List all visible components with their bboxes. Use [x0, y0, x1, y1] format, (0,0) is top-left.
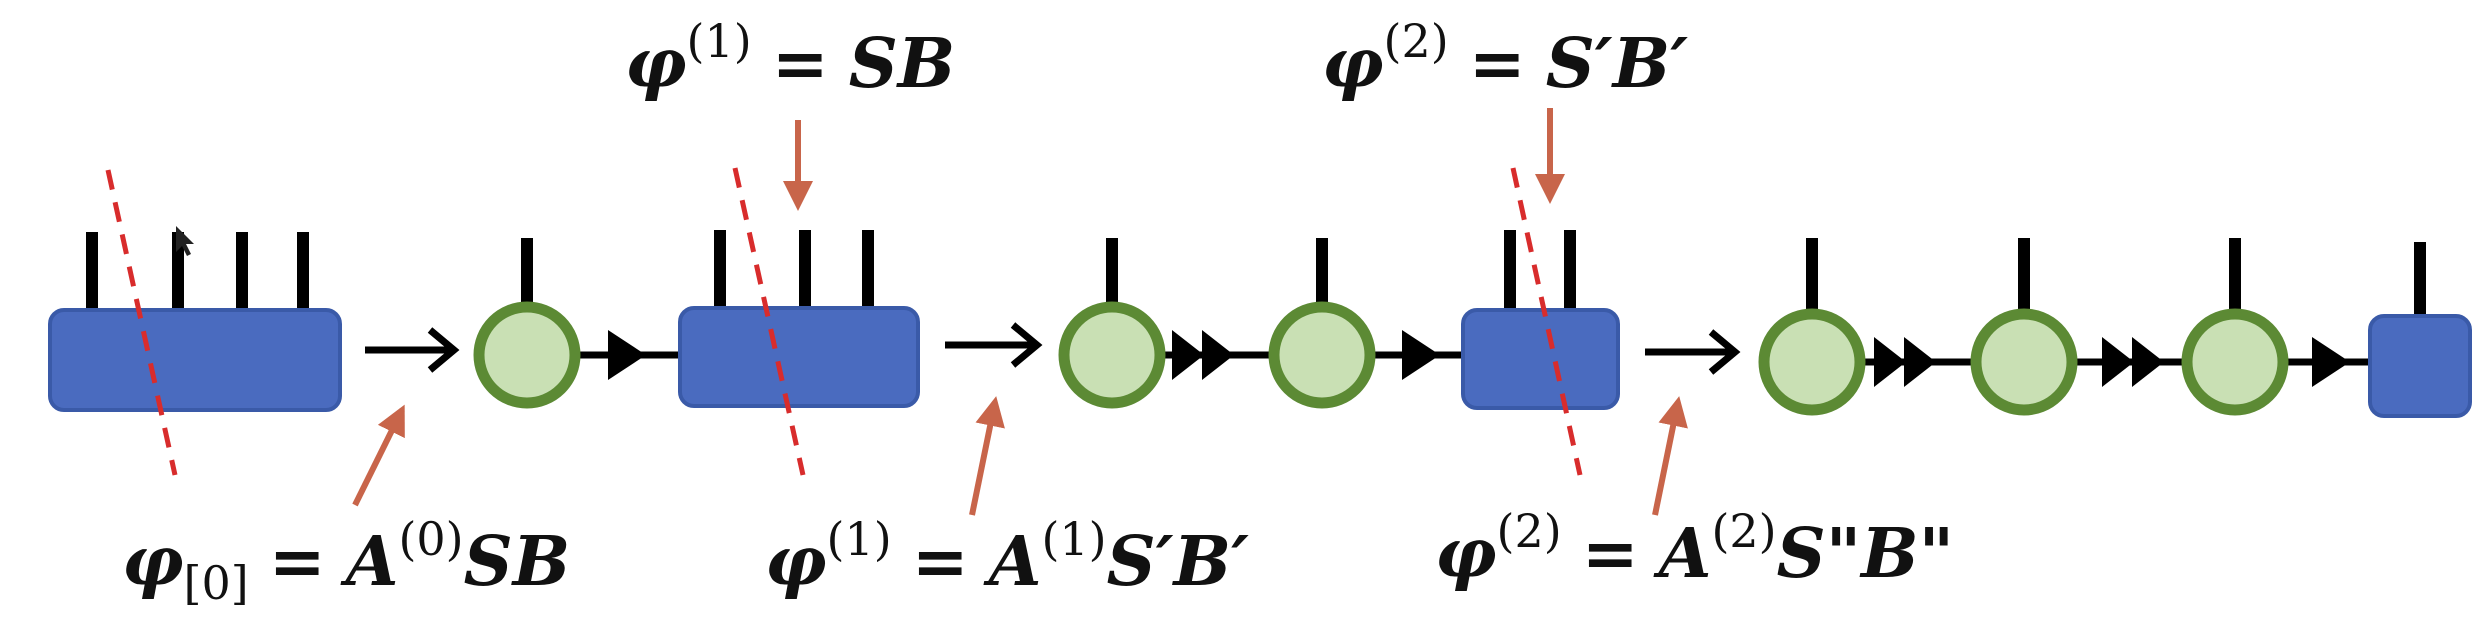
- eq-rhs-superscript: (0): [398, 512, 464, 566]
- tensor-block: [2368, 314, 2472, 418]
- eq-rhs-superscript: (2): [1711, 504, 1777, 558]
- eq-rhs-tail: S"B": [1776, 514, 1955, 594]
- equation-bottom-phi0: φ[0]=A(0)SB: [122, 516, 570, 606]
- bond-arrow-icon: [1402, 330, 1440, 380]
- mps-site: [1970, 308, 2078, 416]
- eq-superscript: (2): [1383, 14, 1449, 68]
- cut-line: [105, 169, 178, 476]
- eq-superscript: (1): [826, 512, 892, 566]
- mps-site: [473, 301, 581, 409]
- equation-top-phi1: φ(1)=SB: [625, 18, 955, 98]
- eq-equals: =: [771, 24, 829, 104]
- physical-legs: [1504, 230, 1576, 312]
- mps-site: [1268, 301, 1376, 409]
- tensor-block: [678, 306, 920, 408]
- pointer-arrow: [969, 396, 1005, 516]
- bond-arrow-icon: [2312, 337, 2350, 387]
- equation-top-phi2: φ(2)=S′B′: [1322, 18, 1688, 98]
- double-bond-arrow-icon: [1172, 330, 1234, 380]
- equation-bottom-phi2: φ(2)=A(2)S"B": [1435, 508, 1954, 588]
- eq-superscript: (1): [686, 14, 752, 68]
- transition-arrow-1: [365, 327, 460, 373]
- eq-rhs: SB: [848, 24, 956, 104]
- stage-0: [48, 169, 342, 476]
- tensor-block: [48, 308, 342, 412]
- eq-lhs: φ: [625, 24, 687, 104]
- stage-1: [473, 120, 920, 476]
- transition-arrow-2: [945, 322, 1043, 368]
- eq-superscript: (2): [1496, 504, 1562, 558]
- tensor-block: [1461, 308, 1620, 410]
- eq-lhs: φ: [1322, 24, 1384, 104]
- stage-3: [1758, 238, 2472, 418]
- eq-rhs-superscript: (1): [1041, 512, 1107, 566]
- cursor-icon: [176, 226, 194, 256]
- eq-lhs: φ: [765, 522, 827, 602]
- transition-arrow-3: [1645, 329, 1741, 375]
- mps-site: [2181, 308, 2289, 416]
- eq-rhs-a: A: [1658, 514, 1712, 594]
- eq-rhs-tail: SB: [463, 522, 571, 602]
- bond-arrow-icon: [608, 330, 646, 380]
- eq-rhs: S′B′: [1545, 24, 1689, 104]
- mps-site: [1758, 308, 1866, 416]
- mps-site: [1058, 301, 1166, 409]
- double-bond-arrow-icon: [2102, 337, 2164, 387]
- double-bond-arrow-icon: [1874, 337, 1936, 387]
- eq-subscript: [0]: [183, 556, 249, 610]
- eq-lhs: φ: [1435, 514, 1497, 594]
- eq-equals: =: [1468, 24, 1526, 104]
- physical-legs: [1806, 238, 2426, 318]
- eq-equals: =: [268, 522, 326, 602]
- cut-line: [1510, 167, 1583, 476]
- eq-rhs-a: A: [345, 522, 399, 602]
- pointer-arrow: [1652, 396, 1688, 516]
- eq-rhs-tail: S′B′: [1106, 522, 1250, 602]
- eq-equals: =: [911, 522, 969, 602]
- equation-bottom-phi1: φ(1)=A(1)S′B′: [765, 516, 1249, 596]
- eq-equals: =: [1581, 514, 1639, 594]
- eq-lhs: φ: [122, 522, 184, 602]
- eq-rhs-a: A: [988, 522, 1042, 602]
- pointer-arrow: [352, 404, 405, 507]
- physical-legs: [1106, 238, 1328, 302]
- stage-2: [1058, 108, 1620, 476]
- physical-legs: [714, 230, 874, 310]
- cut-line: [732, 167, 806, 476]
